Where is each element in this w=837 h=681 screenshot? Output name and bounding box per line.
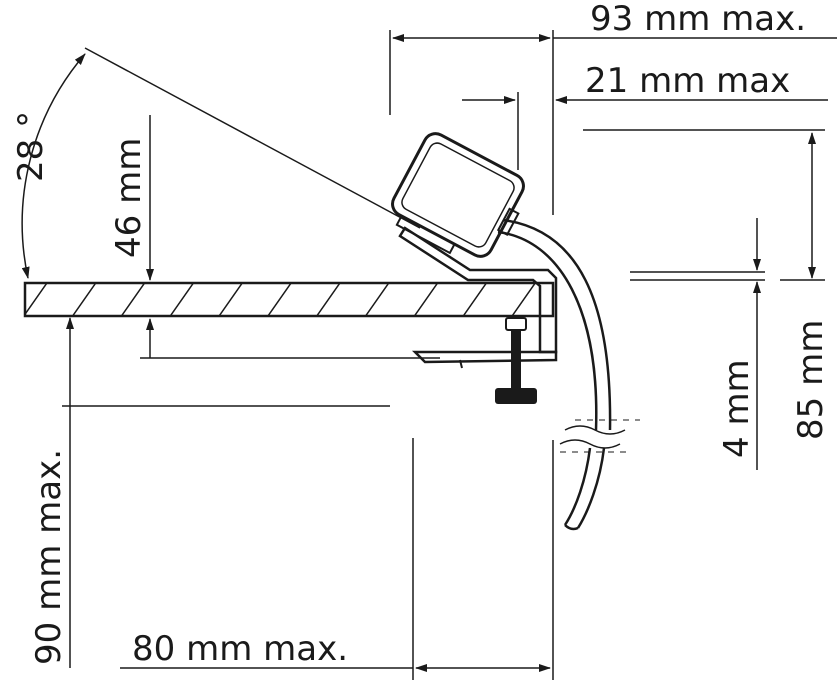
dimension-46mm: 46 mm — [109, 115, 440, 359]
dimension-21mm: 21 mm max — [462, 61, 828, 170]
dimension-4mm: 4 mm — [630, 218, 765, 470]
dimension-28deg: 28 ° — [11, 47, 421, 279]
dimension-90mm: 90 mm max. — [29, 317, 390, 668]
label-4mm: 4 mm — [717, 359, 757, 458]
label-93mm: 93 mm max. — [590, 0, 806, 39]
cable — [497, 218, 640, 531]
clamp-screw — [495, 317, 537, 404]
dimension-93mm: 93 mm max. — [389, 0, 837, 215]
label-28deg: 28 ° — [11, 111, 51, 182]
countertop-slab — [23, 281, 555, 318]
dimension-80mm: 80 mm max. — [120, 438, 554, 680]
dimension-85mm: 85 mm — [583, 129, 831, 440]
label-80mm: 80 mm max. — [132, 629, 348, 669]
label-85mm: 85 mm — [791, 320, 831, 440]
label-90mm: 90 mm max. — [29, 449, 69, 665]
label-46mm: 46 mm — [109, 138, 149, 258]
label-21mm: 21 mm max — [585, 61, 790, 101]
device-housing — [391, 132, 525, 258]
